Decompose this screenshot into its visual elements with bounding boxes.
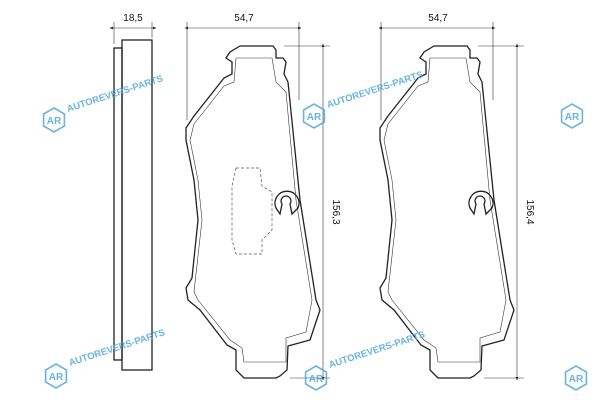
svg-text:AUTOREVERS-PARTS: AUTOREVERS-PARTS xyxy=(66,73,165,115)
pad1-height-label: 156,3 xyxy=(330,199,341,224)
pad-1: 54,7 156,3 xyxy=(184,13,341,381)
pad2-width-label: 54,7 xyxy=(428,13,448,24)
watermark-bottom-center: AUTOREVERS-PARTS xyxy=(304,329,427,391)
side-view: 18,5 xyxy=(109,13,157,371)
side-thickness-label: 18,5 xyxy=(123,13,143,24)
svg-text:AUTOREVERS-PARTS: AUTOREVERS-PARTS xyxy=(328,329,427,371)
watermark-top-right xyxy=(560,103,584,129)
svg-text:AUTOREVERS-PARTS: AUTOREVERS-PARTS xyxy=(326,69,425,111)
watermark-top-center: AUTOREVERS-PARTS xyxy=(302,69,425,129)
pad2-height-label: 156,4 xyxy=(524,199,535,224)
watermark-top-left: AUTOREVERS-PARTS xyxy=(42,73,165,133)
watermark-bottom-right xyxy=(564,365,588,391)
pad-2: 54,7 156,4 xyxy=(378,13,535,381)
pad1-width-label: 54,7 xyxy=(234,13,254,24)
watermark-bottom-left: AUTOREVERS-PARTS xyxy=(44,327,166,389)
